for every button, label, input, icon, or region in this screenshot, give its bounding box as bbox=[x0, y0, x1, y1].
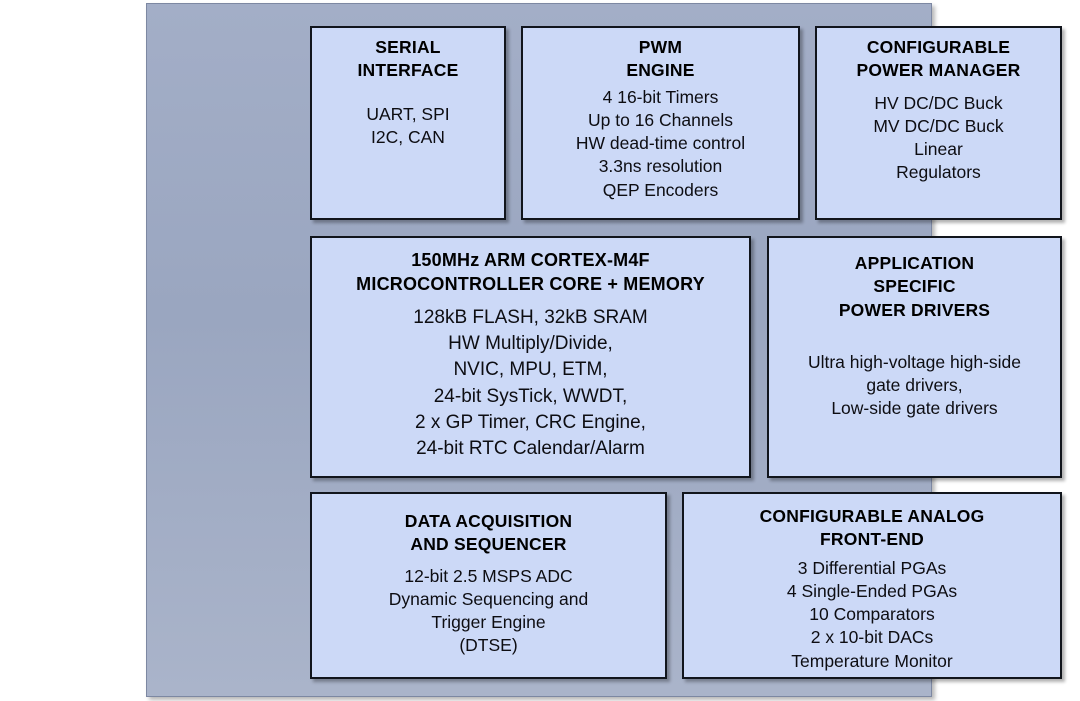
block-title-configurable-analog-front-end: CONFIGURABLE ANALOG FRONT-END bbox=[759, 506, 985, 550]
block-body-microcontroller-core: 128kB FLASH, 32kB SRAM HW Multiply/Divid… bbox=[413, 306, 648, 459]
block-title-pwm-engine: PWM ENGINE bbox=[626, 37, 695, 81]
block-body-application-specific-power-drivers: Ultra high-voltage high-side gate driver… bbox=[807, 351, 1022, 419]
block-body-configurable-analog-front-end: 3 Differential PGAs 4 Single-Ended PGAs … bbox=[786, 557, 958, 671]
block-title-application-specific-power-drivers: APPLICATION SPECIFIC POWER DRIVERS bbox=[838, 253, 991, 320]
block-body-serial-interface: UART, SPI I2C, CAN bbox=[366, 103, 450, 147]
chip-outer-container: SERIAL INTERFACE UART, SPI I2C, CAN PWM … bbox=[146, 3, 1062, 697]
block-title-configurable-power-manager: CONFIGURABLE POWER MANAGER bbox=[856, 37, 1021, 81]
block-title-microcontroller-core: 150MHz ARM CORTEX-M4F MICROCONTROLLER CO… bbox=[356, 250, 705, 294]
block-microcontroller-core[interactable]: 150MHz ARM CORTEX-M4F MICROCONTROLLER CO… bbox=[310, 236, 751, 478]
block-pwm-engine[interactable]: PWM ENGINE 4 16-bit Timers Up to 16 Chan… bbox=[521, 26, 800, 220]
block-data-acquisition-and-sequencer[interactable]: DATA ACQUISITION AND SEQUENCER 12-bit 2.… bbox=[310, 492, 667, 679]
block-application-specific-power-drivers[interactable]: APPLICATION SPECIFIC POWER DRIVERS Ultra… bbox=[767, 236, 1062, 478]
block-configurable-analog-front-end[interactable]: CONFIGURABLE ANALOG FRONT-END 3 Differen… bbox=[682, 492, 1062, 679]
block-body-configurable-power-manager: HV DC/DC Buck MV DC/DC Buck Linear Regul… bbox=[873, 92, 1004, 183]
block-serial-interface[interactable]: SERIAL INTERFACE UART, SPI I2C, CAN bbox=[310, 26, 506, 220]
block-title-serial-interface: SERIAL INTERFACE bbox=[357, 37, 459, 81]
block-body-data-acquisition-and-sequencer: 12-bit 2.5 MSPS ADC Dynamic Sequencing a… bbox=[388, 565, 589, 656]
block-body-pwm-engine: 4 16-bit Timers Up to 16 Channels HW dea… bbox=[575, 86, 746, 200]
block-configurable-power-manager[interactable]: CONFIGURABLE POWER MANAGER HV DC/DC Buck… bbox=[815, 26, 1062, 220]
block-title-data-acquisition-and-sequencer: DATA ACQUISITION AND SEQUENCER bbox=[404, 511, 573, 555]
